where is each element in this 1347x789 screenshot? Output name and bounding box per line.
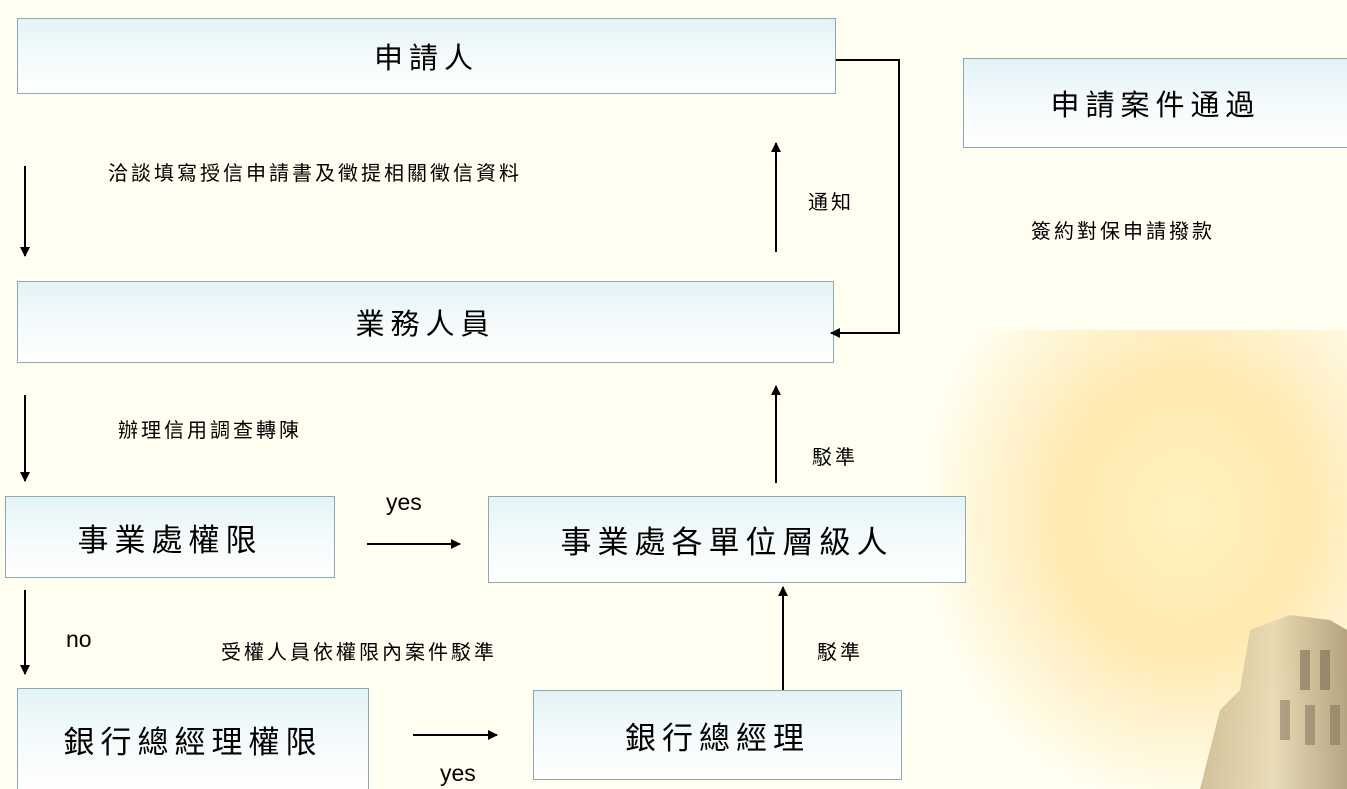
label-no: no (66, 626, 92, 652)
node-president-authority: 銀行總經理權限 (17, 688, 369, 789)
node-applicant: 申請人 (17, 18, 836, 94)
node-division-authority-label: 事業處權限 (77, 522, 263, 559)
node-staff: 業務人員 (17, 281, 834, 363)
node-president-authority-label: 銀行總經理權限 (63, 724, 323, 761)
label-notify: 通知 (808, 190, 854, 214)
node-staff-label: 業務人員 (355, 307, 496, 341)
label-negotiate: 洽談填寫授信申請書及徵提相關徵信資料 (108, 161, 522, 185)
label-approve-2: 駁準 (817, 640, 863, 664)
node-president-label: 銀行總經理 (625, 720, 810, 757)
node-approved: 申請案件通過 (963, 58, 1347, 148)
label-yes-2: yes (440, 760, 476, 786)
label-approve-1: 駁準 (812, 445, 858, 469)
node-division-levels: 事業處各單位層級人 (488, 496, 966, 583)
label-authorized: 受權人員依權限內案件駁準 (221, 640, 497, 664)
arrow-loop-right (830, 59, 900, 338)
label-sign: 簽約對保申請撥款 (1031, 219, 1215, 243)
node-approved-label: 申請案件通過 (1050, 88, 1261, 122)
node-president: 銀行總經理 (533, 690, 902, 780)
node-division-levels-label: 事業處各單位層級人 (560, 525, 894, 561)
background-building-image (1200, 615, 1347, 789)
node-division-authority: 事業處權限 (5, 496, 335, 578)
label-yes-1: yes (386, 489, 422, 515)
node-applicant-label: 申請人 (373, 41, 479, 75)
label-credit-check: 辦理信用調查轉陳 (118, 418, 302, 442)
